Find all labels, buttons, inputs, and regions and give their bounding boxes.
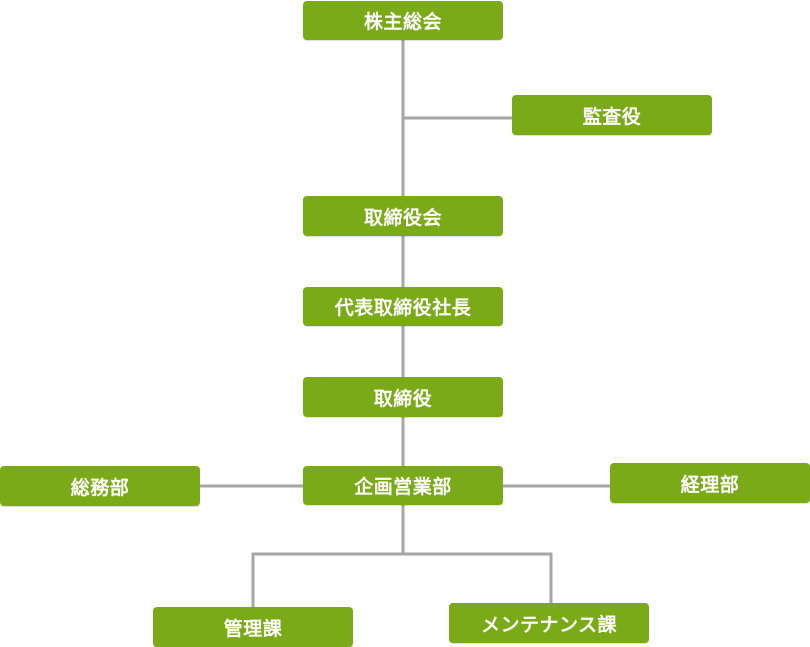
node-representative-director: 代表取締役社長 [303, 287, 503, 326]
node-label: 監査役 [582, 105, 642, 128]
node-general-affairs: 総務部 [0, 466, 200, 506]
node-label: 代表取締役社長 [334, 297, 472, 319]
node-director: 取締役 [303, 377, 503, 417]
node-label: 経理部 [680, 473, 740, 496]
node-maintenance-section: メンテナンス課 [449, 603, 649, 643]
node-label: 取締役 [373, 387, 433, 410]
node-label: 総務部 [70, 476, 130, 499]
node-board-of-directors: 取締役会 [303, 196, 503, 236]
node-label: 管理課 [223, 617, 283, 640]
node-accounting: 経理部 [610, 463, 810, 503]
node-auditor: 監査役 [512, 95, 712, 135]
node-management-section: 管理課 [153, 607, 353, 647]
node-label: 取締役会 [363, 206, 442, 229]
node-label: メンテナンス課 [480, 613, 618, 636]
node-label: 株主総会 [363, 11, 442, 33]
node-label: 企画営業部 [354, 476, 452, 498]
node-shareholders-meeting: 株主総会 [303, 1, 503, 40]
node-planning-sales: 企画営業部 [303, 466, 503, 505]
